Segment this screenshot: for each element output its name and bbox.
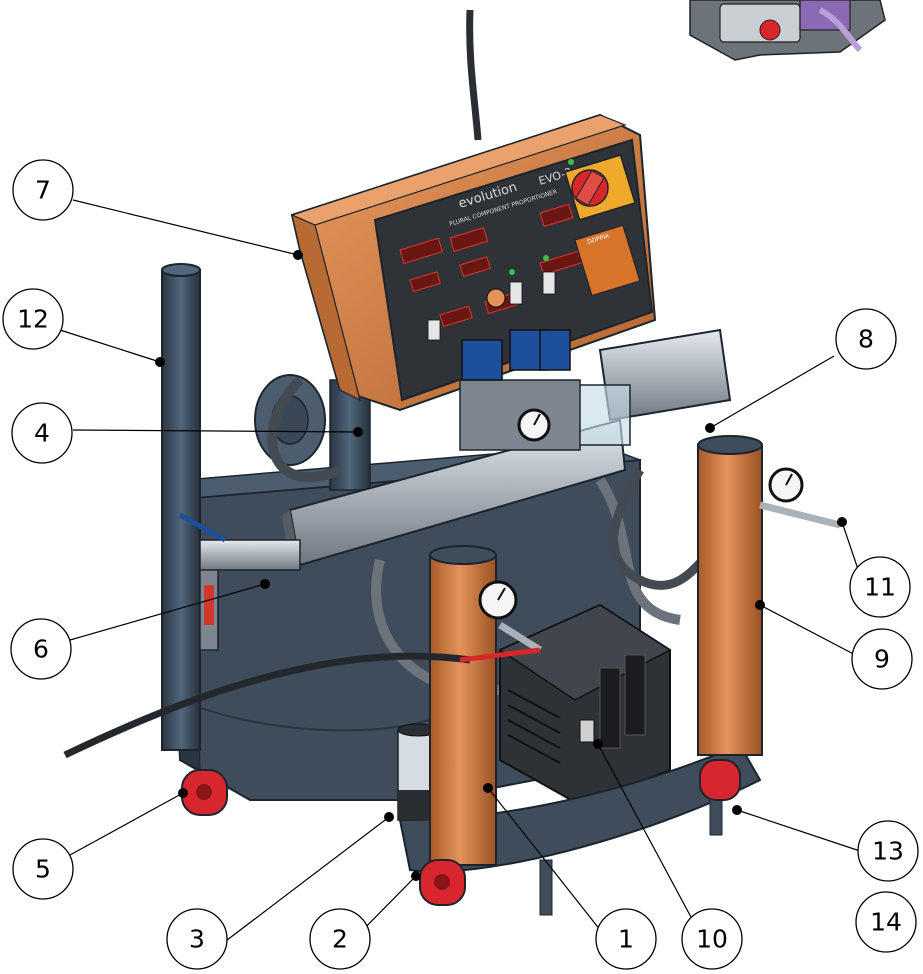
callout-11-label: 11 (864, 573, 896, 602)
caster-wheels (181, 759, 741, 906)
callout-13-label: 13 (872, 837, 904, 866)
inset-detail (689, 0, 886, 61)
callout-14-label: 14 (870, 908, 902, 937)
heater-unit (498, 603, 672, 807)
callout-4: 4 (11, 402, 73, 464)
callout-12: 12 (2, 288, 64, 350)
proportioning-pump (178, 328, 732, 571)
callout-4-label: 4 (34, 419, 50, 448)
callout-8: 8 (835, 308, 897, 370)
callout-1: 1 (595, 908, 657, 970)
callout-5: 5 (12, 838, 74, 900)
callout-10: 10 (681, 908, 743, 970)
callout-9-label: 9 (874, 645, 890, 674)
callout-12-label: 12 (17, 305, 49, 334)
callout-1-label: 1 (618, 925, 634, 954)
callout-3-label: 3 (189, 925, 205, 954)
callout-6-label: 6 (33, 635, 49, 664)
callout-7: 7 (12, 159, 74, 221)
callout-13: 13 (857, 820, 919, 882)
power-cable (466, 9, 482, 141)
callout-3: 3 (166, 908, 228, 970)
callout-2: 2 (309, 908, 371, 970)
callout-7-label: 7 (35, 176, 51, 205)
callout-6: 6 (10, 618, 72, 680)
outlet-hose (63, 652, 471, 759)
callout-leaders (59, 199, 865, 954)
callout-5-label: 5 (35, 855, 51, 884)
vertical-pipe (161, 263, 201, 751)
callout-14: 14 (855, 891, 917, 953)
callout-10-label: 10 (696, 925, 728, 954)
callout-8-label: 8 (858, 325, 874, 354)
heater-tube-right (697, 435, 841, 756)
heater-tube-left (429, 545, 542, 866)
callout-9: 9 (851, 628, 913, 690)
callout-2-label: 2 (332, 925, 348, 954)
callout-11: 11 (849, 556, 911, 618)
